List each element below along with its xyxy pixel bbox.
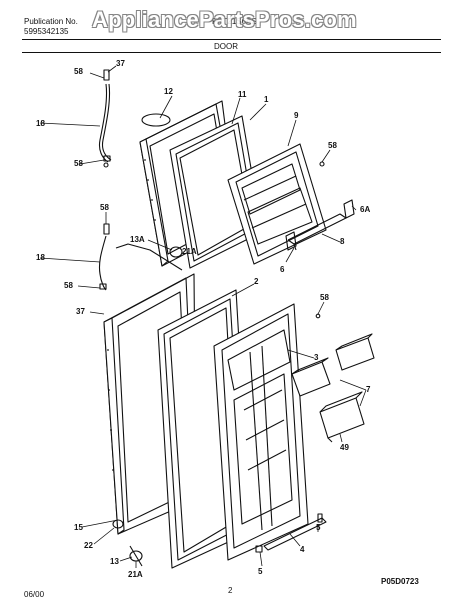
header-rule-top: [22, 39, 441, 40]
footer-date: 06/00: [24, 590, 45, 599]
freezer-door-liner: [227, 143, 327, 265]
fresh-food-door-liner: [213, 303, 309, 561]
callout-6a: 6A: [360, 205, 370, 214]
upper-hinge-cable: [98, 69, 171, 163]
footer-diagram-code: P05D0723: [381, 577, 419, 586]
callout-9: 9: [294, 111, 299, 120]
section-title: DOOR: [214, 42, 238, 51]
callout-6: 6: [280, 265, 285, 274]
callout-21a: 21A: [128, 570, 143, 579]
callout-58: 58: [64, 281, 73, 290]
footer-page-number: 2: [228, 586, 233, 595]
publication-label: Publication No.: [24, 17, 78, 26]
callout-58: 58: [320, 293, 329, 302]
callout-58: 58: [328, 141, 337, 150]
callout-4: 4: [300, 545, 305, 554]
callout-12: 12: [164, 87, 173, 96]
callout-2: 2: [254, 277, 259, 286]
callout-58: 58: [74, 159, 83, 168]
callout-3: 3: [314, 353, 319, 362]
callout-5: 5: [258, 567, 263, 576]
callout-37: 37: [116, 59, 125, 68]
callout-18: 18: [36, 119, 45, 128]
callout-18: 18: [36, 253, 45, 262]
callout-5: 5: [316, 523, 321, 532]
callout-58: 58: [74, 67, 83, 76]
callout-7: 7: [366, 385, 371, 394]
leader-lines: [39, 65, 367, 568]
callout-58: 58: [100, 203, 109, 212]
callout-37: 37: [76, 307, 85, 316]
freezer-door-shelf: [285, 199, 355, 251]
model-number: FRT21S6AS: [212, 17, 257, 26]
callout-13: 13: [110, 557, 119, 566]
door-bins: [291, 333, 375, 443]
publication-number: 5995342135: [24, 27, 69, 36]
callout-13a: 13A: [130, 235, 145, 244]
callout-11: 11: [238, 90, 247, 99]
callout-1: 1: [264, 95, 269, 104]
callout-8: 8: [340, 237, 345, 246]
header-rule-bottom: [22, 52, 441, 53]
callout-labels: 37 58 12 11 1 18 9 58 58 58 6A 13A 8 21A…: [36, 59, 371, 579]
callout-49: 49: [340, 443, 349, 452]
watermark: AppliancePartsPros.com: [92, 7, 357, 32]
callout-22: 22: [84, 541, 93, 550]
callout-15: 15: [74, 523, 83, 532]
middle-hinge: [98, 223, 183, 291]
callout-21a: 21A: [182, 247, 197, 256]
